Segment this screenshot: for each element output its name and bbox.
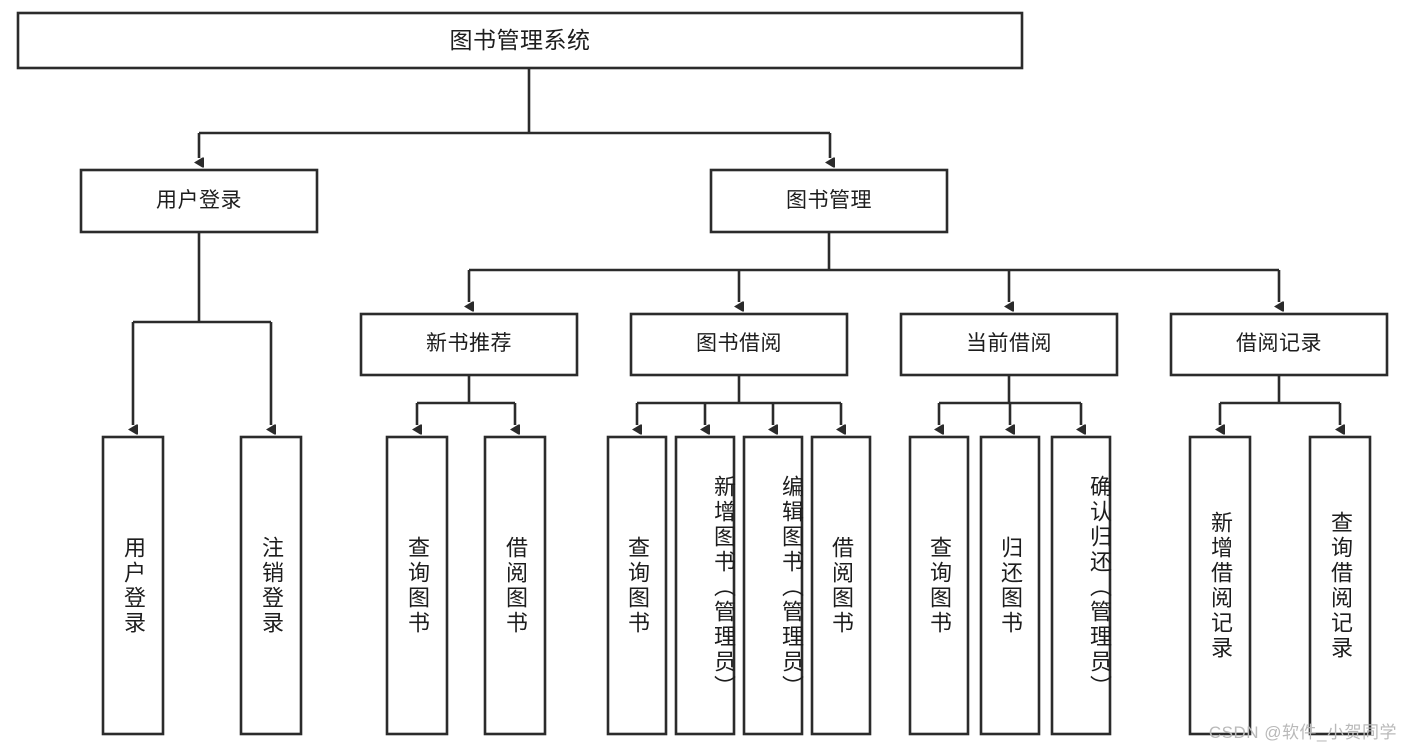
node-box-root[interactable] xyxy=(16,11,1024,70)
leaf-label-confirm-return: 确认归还（管理员） xyxy=(1087,474,1112,700)
leaf-box-borrow-book[interactable] xyxy=(810,435,872,736)
node-box-new-book-rec[interactable] xyxy=(359,312,579,377)
node-label-user-login: 用户登录 xyxy=(156,188,242,212)
leaf-label-query-record: 查询借阅记录 xyxy=(1328,510,1353,661)
node-label-current-borrow: 当前借阅 xyxy=(966,332,1052,356)
connector-user-login-to-leaves xyxy=(133,232,271,425)
node-label-borrow-record: 借阅记录 xyxy=(1236,332,1322,356)
leaf-label-add-book: 新增图书（管理员） xyxy=(711,474,736,700)
leaf-box-borrow-book-rec[interactable] xyxy=(483,435,547,736)
leaf-box-add-record[interactable] xyxy=(1188,435,1252,736)
node-label-root: 图书管理系统 xyxy=(449,27,591,54)
node-label-book-manage: 图书管理 xyxy=(786,188,872,212)
connector-root-to-level2 xyxy=(199,68,830,158)
leaf-box-edit-book[interactable] xyxy=(742,435,804,736)
leaf-label-borrow-book: 借阅图书 xyxy=(829,535,854,636)
connector-book-manage-to-level3 xyxy=(469,232,1279,302)
node-box-current-borrow[interactable] xyxy=(899,312,1119,377)
node-boxes xyxy=(16,11,1389,377)
connector-current-borrow-to-leaves xyxy=(939,375,1081,425)
node-box-user-login[interactable] xyxy=(79,168,319,234)
leaf-box-query-record[interactable] xyxy=(1308,435,1372,736)
leaf-label-query-book-cur: 查询图书 xyxy=(927,535,952,636)
leaf-label-edit-book: 编辑图书（管理员） xyxy=(779,474,804,700)
leaf-label-add-record: 新增借阅记录 xyxy=(1208,510,1233,661)
connector-new-book-rec-to-leaves xyxy=(417,375,515,425)
leaf-box-add-book[interactable] xyxy=(674,435,736,736)
leaf-label-user-login: 用户登录 xyxy=(121,535,146,636)
leaf-box-return-book[interactable] xyxy=(979,435,1041,736)
leaf-label-borrow-book-rec: 借阅图书 xyxy=(503,535,528,636)
leaf-label-return-book: 归还图书 xyxy=(998,535,1023,636)
leaf-box-query-book-rec[interactable] xyxy=(385,435,449,736)
leaf-label-query-book-borrow: 查询图书 xyxy=(625,535,650,636)
leaf-boxes xyxy=(101,435,1372,736)
leaf-box-logout[interactable] xyxy=(239,435,303,736)
node-label-new-book-rec: 新书推荐 xyxy=(426,332,512,356)
connector-book-borrow-to-leaves xyxy=(637,375,841,425)
leaf-box-user-login[interactable] xyxy=(101,435,165,736)
leaf-box-confirm-return[interactable] xyxy=(1050,435,1112,736)
leaf-label-logout: 注销登录 xyxy=(259,535,284,636)
leaf-box-query-book-borrow[interactable] xyxy=(606,435,668,736)
leaf-label-query-book-rec: 查询图书 xyxy=(405,535,430,636)
leaf-box-query-book-cur[interactable] xyxy=(908,435,970,736)
connector-borrow-record-to-leaves xyxy=(1220,375,1340,425)
watermark-text: CSDN @软件_小贺同学 xyxy=(1208,723,1397,742)
node-label-book-borrow: 图书借阅 xyxy=(696,332,782,356)
